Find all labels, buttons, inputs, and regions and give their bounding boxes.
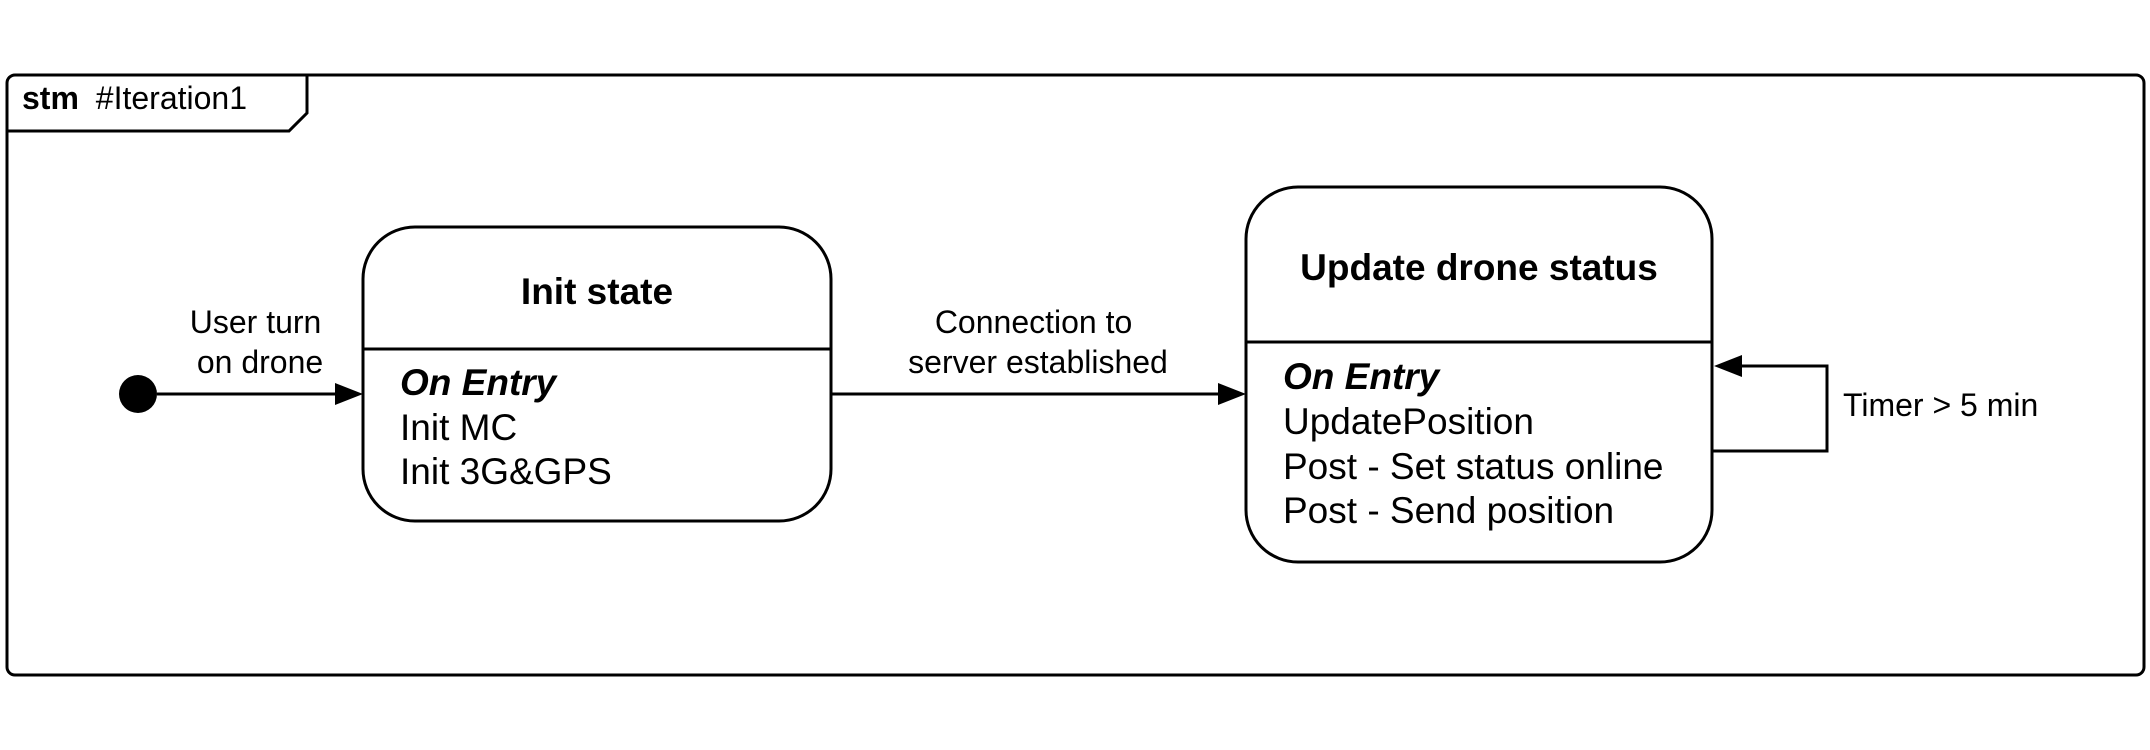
transition-self-loop-label: Timer > 5 min bbox=[1843, 387, 2038, 423]
state-update-outline bbox=[1244, 185, 1714, 564]
transition-self-loop-arrowhead bbox=[1714, 355, 1742, 377]
state-update-action: UpdatePosition bbox=[1283, 401, 1534, 442]
state-init: Init state On Entry Init MC Init 3G&GPS bbox=[361, 225, 833, 523]
state-update-action: Post - Send position bbox=[1283, 490, 1614, 531]
state-init-outline bbox=[361, 225, 833, 523]
state-init-action: Init 3G&GPS bbox=[400, 451, 612, 492]
transition-initial-to-init-label: User turn on drone bbox=[190, 304, 330, 380]
frame-name-tab bbox=[7, 75, 309, 133]
state-update-action: Post - Set status online bbox=[1283, 446, 1663, 487]
state-update-title: Update drone status bbox=[1300, 247, 1658, 288]
state-init-title: Init state bbox=[521, 271, 673, 312]
state-init-action: Init MC bbox=[400, 407, 517, 448]
transition-init-to-update-arrowhead bbox=[1218, 383, 1246, 405]
transition-self-loop-line bbox=[1712, 364, 1829, 453]
frame-keyword: stm bbox=[22, 80, 79, 116]
transition-init-to-update-label: Connection to server established bbox=[908, 304, 1168, 380]
state-update-drone-status: Update drone status On Entry UpdatePosit… bbox=[1244, 185, 1714, 564]
state-init-entry-label: On Entry bbox=[400, 362, 559, 403]
frame-label: stm #Iteration1 bbox=[22, 80, 247, 116]
state-update-entry-label: On Entry bbox=[1283, 356, 1442, 397]
diagram-frame bbox=[5, 73, 2146, 677]
transition-initial-to-init-arrowhead bbox=[335, 383, 363, 405]
frame-name: #Iteration1 bbox=[96, 80, 247, 116]
initial-state bbox=[119, 375, 157, 413]
